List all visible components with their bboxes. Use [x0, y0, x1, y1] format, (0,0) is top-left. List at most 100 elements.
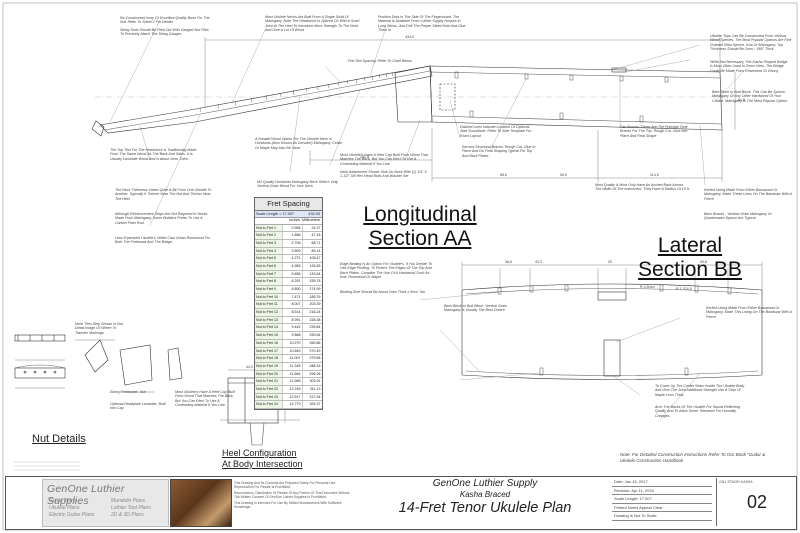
fret-inches: 9.868 — [282, 332, 302, 339]
longitudinal-section-title: Longitudinal Section AA — [345, 203, 495, 251]
dim-depth: 51,5 — [738, 98, 745, 102]
fret-inches: 8.514 — [282, 309, 302, 316]
sheet-number: 02 — [747, 492, 768, 512]
note-kerfed-lining-lateral: Kerfed Lining Made From Either Basswood … — [706, 306, 792, 319]
nut-details-title: Nut Details — [32, 433, 86, 445]
meta-scale: Scale Length: 17.007 — [612, 495, 712, 504]
headstock-tip — [91, 120, 105, 137]
nut-detail-drawings — [14, 334, 183, 393]
meta-revision: Revision: Apr 11, 2020 — [612, 487, 712, 496]
fret-mm: 24.27 — [302, 224, 322, 232]
note-edge-binding: Edge Binding Is An Option For Ukulele's.… — [340, 262, 433, 279]
note-center-seam: To Cover Up The Center Seam Inside The U… — [655, 384, 745, 397]
fret-mm: 108.47 — [302, 255, 322, 262]
fret-label: Nut to Fret 15 — [255, 332, 282, 339]
note-arched-back: Most Quality & Most Only Have An Arched … — [595, 183, 690, 192]
fret-mm: 47.18 — [302, 232, 322, 239]
fret-inches: 8.007 — [282, 301, 302, 309]
fret-label: Nut to Fret 19 — [255, 362, 282, 370]
brand-name: GenOne Luthier Supplies — [47, 483, 125, 507]
neck-profile — [99, 65, 433, 134]
fret-label: Nut to Fret 24 — [255, 401, 282, 408]
fret-label: Nut to Fret 14 — [255, 324, 282, 332]
brand-item-electric: Electric Guitar Plans — [49, 512, 95, 518]
meta-note-a: Printed Notes Appear Clear — [612, 504, 712, 513]
scale-length-label: Scale Length = 17.007 — [256, 212, 295, 216]
fret-inches: 1.856 — [282, 232, 302, 239]
fret-inches: 12.517 — [282, 393, 302, 401]
brand-logo-box: GenOne Luthier Supplies Guitar Plans Uku… — [42, 479, 169, 527]
note-headplate-laminate: Optional Headplate Laminate, Built Into … — [110, 402, 166, 411]
fret-label: Nut to Fret 12 — [255, 309, 282, 316]
lateral-braces — [497, 284, 732, 376]
sheet-number-box: GN1-TENOR-KASHA 02 — [716, 478, 793, 526]
note-reinforcement: Although Reinforcement Strips Are Not Re… — [115, 212, 208, 225]
fret-label: Nut to Fret 23 — [255, 393, 282, 401]
plan-subtitle: Kasha Braced — [459, 490, 511, 499]
fret-label: Nut to Fret 21 — [255, 378, 282, 385]
dim-lower-2: 55,0 — [560, 173, 567, 177]
dim-lateral-3: 43,0 — [535, 260, 542, 264]
brand-item-guitar: Guitar Plans — [49, 498, 77, 504]
fret-label: Nut to Fret 20 — [255, 370, 282, 378]
note-quality-mahogany: M1 Quality Honduras Mahogany Neck Select… — [257, 180, 339, 189]
fret-label: Nut to Fret 7 — [255, 270, 282, 278]
fret-label: Nut to Fret 9 — [255, 286, 282, 293]
fret-mm: 303.91 — [302, 378, 322, 385]
note-neck-wood: A Parallel Wood Option For The Ukulele N… — [255, 137, 342, 150]
note-position-dots: Position Dots In The Side Of The Fingerb… — [378, 15, 466, 32]
center-block — [603, 339, 621, 377]
fret-mm: 68.71 — [302, 239, 322, 247]
fret-label: Nut to Fret 3 — [255, 239, 282, 247]
fret-inches: 10.649 — [282, 347, 302, 355]
side-soundhole-dashed — [439, 83, 456, 111]
guitar-photo — [170, 479, 232, 527]
plan-title-block: GenOne Luthier Supply Kasha Braced 14-Fr… — [360, 478, 610, 517]
fret-mm: 311.13 — [302, 385, 322, 393]
note-neck-tiles: Neck Tiles Strip Shown In Nut Detail Ima… — [75, 322, 123, 335]
plan-name: 14-Fret Tenor Ukulele Plan — [398, 500, 572, 516]
fret-mm: 143.64 — [302, 270, 322, 278]
fret-label: Nut to Fret 6 — [255, 262, 282, 270]
lateral-section-title: Lateral Section BB — [620, 234, 760, 282]
dim-neck: 142,5 — [360, 155, 369, 159]
fret-inches: 11.007 — [282, 355, 302, 362]
fret-inches: 11.345 — [282, 362, 302, 370]
note-rosewood: Less Expensive Ukulele's Utilize Cast Ur… — [115, 236, 210, 245]
longitudinal-title-line2: Section AA — [368, 227, 472, 250]
note-back-braces: Back Braces - Vertical Grain Mahogany Or… — [704, 212, 772, 221]
fret-mm: 126.55 — [302, 262, 322, 270]
dim-lateral-2: 20 — [608, 260, 612, 264]
fret-mm: 270.49 — [302, 347, 322, 355]
fret-label: Nut to Fret 4 — [255, 247, 282, 255]
meta-box: Date: Jan 15, 2017 Revision: Apr 11, 202… — [612, 478, 712, 526]
fret-inches: 6.291 — [282, 278, 302, 285]
dimension-lines — [204, 37, 736, 182]
heel-title-line1: Heel Configuration — [222, 448, 297, 458]
fret-label: Nut to Fret 17 — [255, 347, 282, 355]
fret-mm: 203.39 — [302, 301, 322, 309]
dim-lower-1: 85,6 — [500, 173, 507, 177]
fret-mm: 189.76 — [302, 293, 322, 301]
fret-mm: 89.14 — [302, 247, 322, 255]
note-headstock-trim: The Top Trim For The Headstock Is Tradit… — [110, 148, 197, 161]
fret-label: Nut to Fret 16 — [255, 339, 282, 347]
note-kasha-bridge: While Not Necessary, The Kasha Shaped Br… — [710, 60, 788, 73]
fret-mm: 228.38 — [302, 316, 322, 324]
braces-top — [454, 71, 669, 83]
neck-heel — [394, 65, 433, 123]
fret-label: Nut to Fret 1 — [255, 224, 282, 232]
